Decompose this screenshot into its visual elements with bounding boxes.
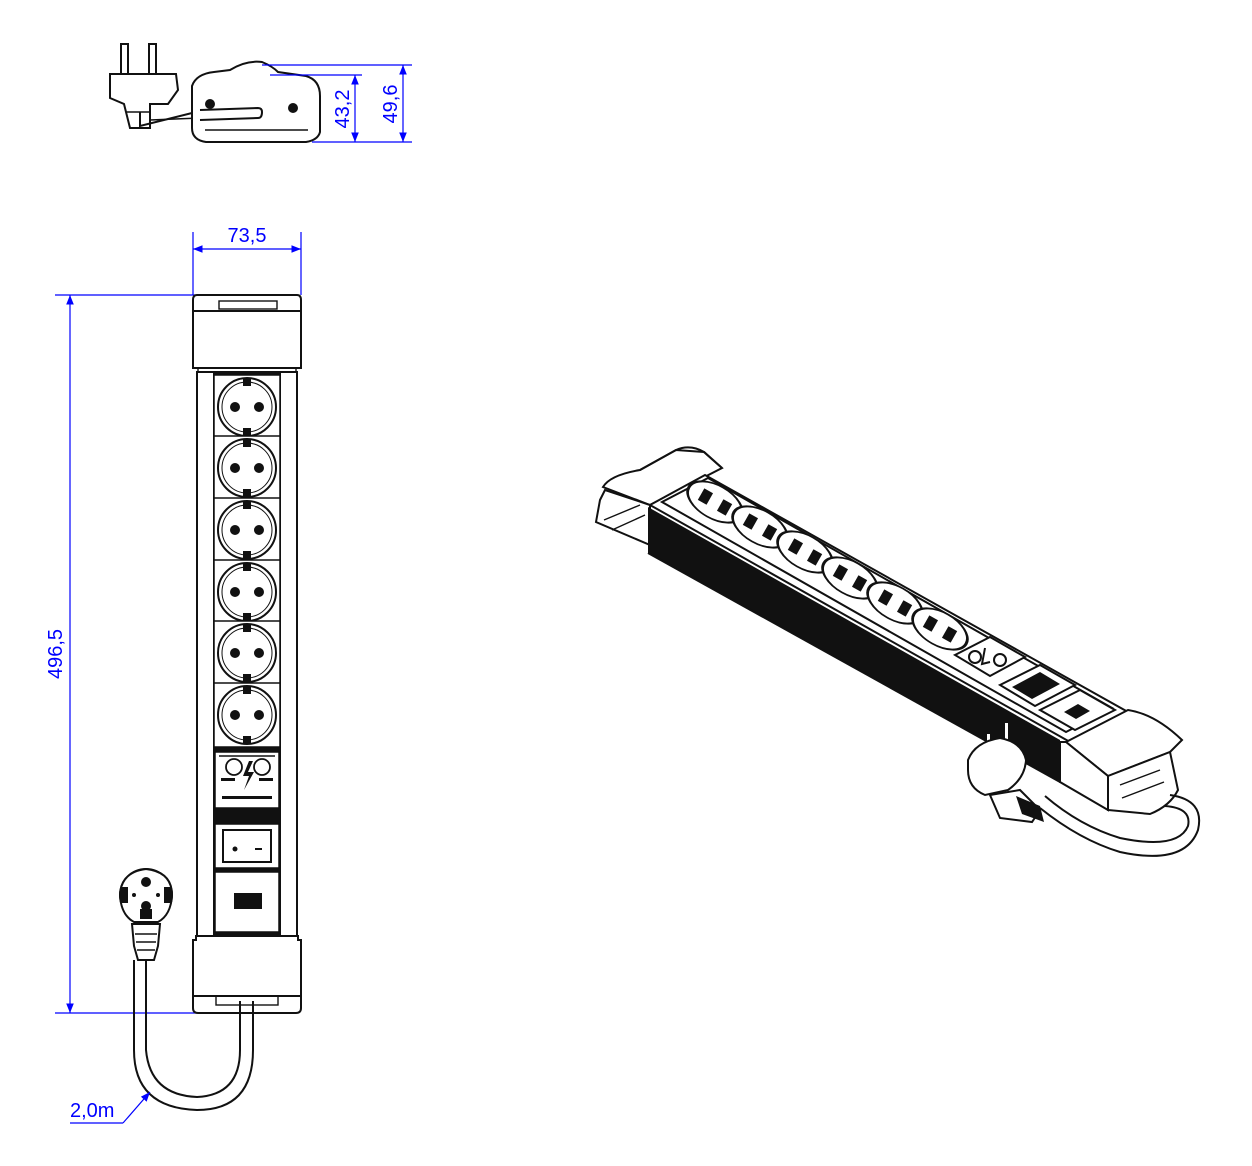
socket-column [213,374,281,748]
schuko-plug [118,867,174,961]
iso-end-cap-left [594,446,724,547]
brand-logo [234,893,262,909]
socket-1 [213,374,281,440]
iso-brand-plate [1037,688,1118,732]
front-view: 73,5 496,5 [45,225,302,1124]
iso-socket-1 [686,480,744,524]
iso-socket-4 [821,556,879,600]
iso-surge-module [952,635,1028,678]
socket-6 [213,682,281,748]
isometric-view [594,446,1201,857]
width-label: 73,5 [228,225,267,247]
dim-side-height-outer: 49,6 [262,64,412,143]
iso-cable [1039,794,1201,857]
side-view: 43,2 49,6 [109,43,412,143]
iso-switch [997,663,1078,708]
dim-cable-length: 2,0m [70,1091,151,1124]
lightning-icon [243,761,254,790]
iso-socket-3 [776,530,834,574]
socket-3 [213,497,281,563]
socket-4 [213,559,281,625]
power-switch [214,823,280,869]
brand-plate [214,871,280,933]
bottom-end-cap [192,935,302,1014]
side-housing [191,60,321,143]
side-height-inner-label: 43,2 [332,90,354,129]
iso-plug [967,721,1044,824]
socket-2 [213,435,281,501]
cable-length-label: 2,0m [70,1100,114,1122]
power-cable [133,960,254,1112]
side-height-outer-label: 49,6 [380,85,402,124]
socket-5 [213,620,281,686]
iso-end-cap-right [1059,708,1184,816]
surge-module [214,751,280,809]
iso-socket-6 [911,607,969,651]
side-plug [109,43,180,129]
length-label: 496,5 [45,629,67,679]
dim-side-height-inner: 43,2 [270,74,362,143]
dim-width: 73,5 [192,225,302,295]
dim-length: 496,5 [45,294,200,1014]
top-end-cap [192,294,302,373]
iso-socket-row [686,480,969,651]
